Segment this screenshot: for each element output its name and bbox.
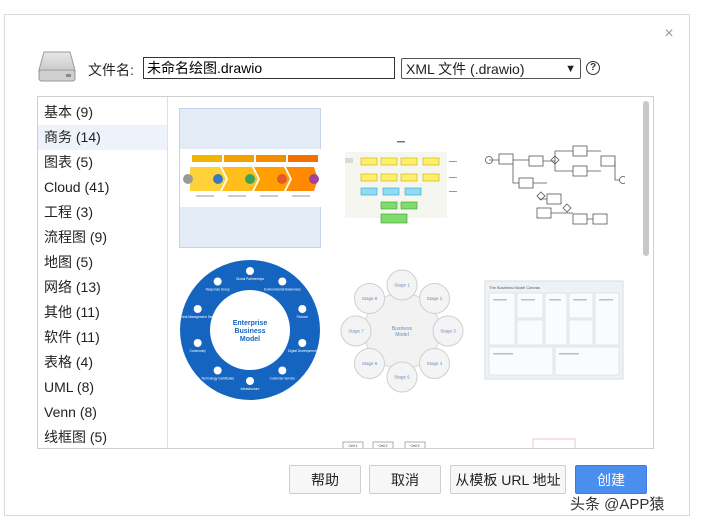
- stage-circle: [353, 348, 385, 380]
- stage-label: Stage 7: [348, 329, 364, 334]
- ring-item-icon: [193, 305, 202, 314]
- category-item[interactable]: 网络 (13): [44, 279, 101, 295]
- category-item[interactable]: 地图 (5): [44, 254, 93, 270]
- category-item[interactable]: 流程图 (9): [44, 229, 107, 245]
- format-select[interactable]: XML 文件 (.drawio) ▼: [401, 58, 581, 79]
- ring-item-label: Digital Development: [288, 349, 317, 353]
- template-preview: [532, 438, 576, 448]
- template-grid: Enterprise Business Model Global Partner…: [169, 97, 653, 448]
- ring-item-icon: [193, 338, 202, 347]
- template-scrollbar[interactable]: [643, 101, 649, 256]
- ring-item-icon: [246, 267, 254, 275]
- ring-item-label: Global Partnerships: [236, 277, 264, 281]
- stages-center-line1: Business: [392, 326, 413, 332]
- template-flow-grid[interactable]: [331, 108, 473, 248]
- drive-icon: [38, 51, 76, 82]
- stage-circle: [432, 315, 464, 347]
- cancel-button[interactable]: 取消: [369, 465, 441, 494]
- stage-circle: [340, 315, 372, 347]
- watermark: 头条 @APP猿: [570, 496, 665, 513]
- category-item[interactable]: 图表 (5): [44, 154, 93, 170]
- stages-center-line2: Model: [395, 332, 409, 338]
- category-item[interactable]: Venn (8): [44, 404, 97, 420]
- chevron-down-icon: ▼: [565, 62, 576, 75]
- stage-circles: Stage 1 Stage 2 Stage 3 Stage 4 Stage 5 Stage…: [340, 269, 464, 393]
- cell-label-1: Cell 1: [349, 444, 358, 448]
- stage-label: Stage 6: [362, 361, 378, 366]
- ring-item-icon: [213, 366, 222, 375]
- template-business-canvas[interactable]: The Business Model Canvas: [483, 259, 625, 399]
- format-select-value: XML 文件 (.drawio): [406, 60, 525, 77]
- cell-label-3: Cell 3: [411, 444, 420, 448]
- ring-item-icon: [213, 277, 222, 286]
- ring-item-label: Infrastructure: [241, 387, 260, 391]
- canvas-title: The Business Model Canvas: [489, 285, 540, 290]
- enterprise-center-line2: Business: [234, 328, 265, 335]
- category-item[interactable]: 工程 (3): [44, 204, 93, 220]
- create-button[interactable]: 创建: [575, 465, 647, 494]
- template-swimlane-process[interactable]: [179, 108, 322, 248]
- stage-label: Stage 1: [394, 283, 410, 288]
- filename-input[interactable]: [143, 57, 395, 79]
- stage-circle: [419, 282, 451, 314]
- stage-circle: [386, 361, 418, 393]
- category-item[interactable]: 线框图 (5): [44, 429, 107, 445]
- from-url-button[interactable]: 从模板 URL 地址: [450, 465, 566, 494]
- category-item[interactable]: 商务 (14): [38, 125, 167, 150]
- stage-label: Stage 4: [427, 361, 443, 366]
- ring-item-label: Central Management Service: [179, 315, 219, 319]
- stage-circle: [386, 269, 418, 301]
- category-item[interactable]: 基本 (9): [44, 104, 93, 120]
- enterprise-center-line3: Model: [240, 336, 260, 343]
- cell-label-2: Cell 2: [379, 444, 388, 448]
- ring-item-icon: [278, 277, 287, 286]
- stage-circle: [353, 282, 385, 314]
- ring-item-icon: [298, 338, 307, 347]
- category-list: 基本 (9) 商务 (14) 图表 (5) Cloud (41) 工程 (3) 流程图 (…: [38, 97, 168, 448]
- ring-item-icon: [298, 305, 307, 314]
- category-item[interactable]: 其他 (11): [44, 304, 100, 320]
- template-cells-partial[interactable]: Cell 1 Cell 2 Cell 3: [331, 433, 473, 448]
- category-item[interactable]: Cloud (41): [44, 179, 110, 195]
- category-item[interactable]: UML (8): [44, 379, 95, 395]
- stage-label: Stage 5: [394, 375, 410, 380]
- template-preview: [180, 149, 322, 207]
- template-preview: Cell 1 Cell 2 Cell 3: [342, 441, 426, 448]
- ring-item-label: Technology Certificates: [201, 376, 234, 380]
- ring-item-label: Finance: [297, 315, 309, 319]
- template-browser: 基本 (9) 商务 (14) 图表 (5) Cloud (41) 工程 (3) 流程图 (…: [37, 96, 654, 449]
- template-bpmn[interactable]: [483, 108, 625, 248]
- category-item[interactable]: 表格 (4): [44, 354, 93, 370]
- template-preview: The Business Model Canvas: [484, 280, 624, 380]
- ring-item-icon: [278, 366, 287, 375]
- template-preview: [485, 145, 625, 225]
- enterprise-center-line1: Enterprise: [233, 320, 268, 327]
- template-preview: Enterprise Business Model Global Partner…: [179, 260, 320, 400]
- stage-label: Stage 3: [440, 329, 456, 334]
- category-item[interactable]: 软件 (11): [44, 329, 100, 345]
- close-icon[interactable]: ×: [664, 25, 674, 42]
- template-partial-right[interactable]: [483, 433, 625, 448]
- stage-circle: [419, 348, 451, 380]
- ring-item-label: Customer Service: [270, 376, 296, 380]
- help-button[interactable]: 帮助: [289, 465, 361, 494]
- template-preview: [345, 141, 457, 224]
- ring-item-icon: [246, 377, 254, 385]
- template-enterprise-model[interactable]: Enterprise Business Model Global Partner…: [179, 259, 321, 400]
- filename-label: 文件名:: [88, 62, 134, 78]
- ring-item-label: Environmental Awareness: [264, 288, 301, 292]
- help-icon[interactable]: ?: [586, 61, 600, 75]
- ring-item-label: Community: [190, 349, 207, 353]
- stage-label: Stage 8: [362, 296, 378, 301]
- ring-item-label: Response Group: [206, 288, 230, 292]
- stage-label: Stage 2: [427, 296, 443, 301]
